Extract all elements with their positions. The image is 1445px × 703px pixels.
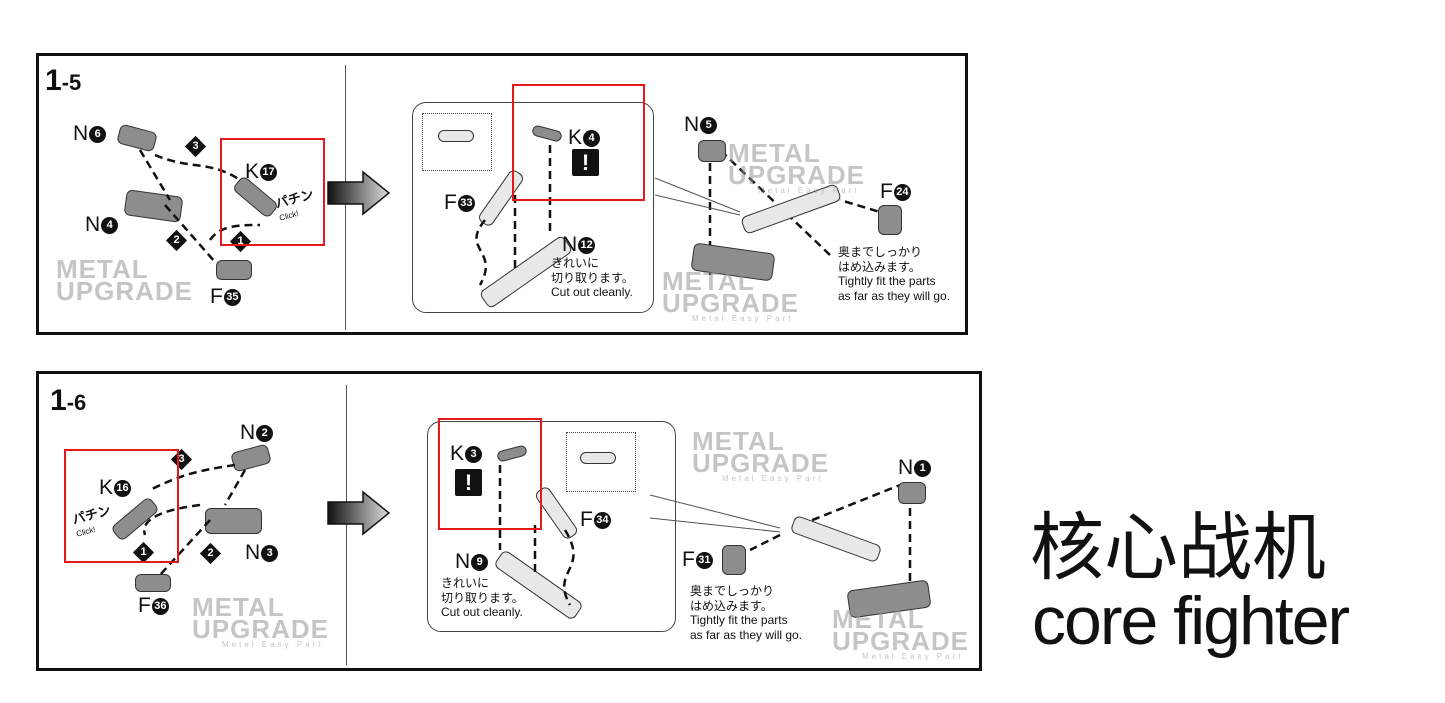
- highlight-box: [438, 418, 542, 530]
- detail-box: [427, 421, 676, 632]
- part-f36: [135, 574, 171, 592]
- highlight-box: [512, 84, 645, 201]
- part-n5: [698, 140, 726, 162]
- step-badge-2: 2: [165, 229, 188, 252]
- part-k3-inset: [580, 452, 616, 464]
- cut-note: きれいに切り取ります。Cut out cleanly.: [551, 256, 634, 299]
- divider: [346, 385, 347, 665]
- step-badge-3: 3: [184, 135, 207, 158]
- cut-note: きれいに切り取ります。Cut out cleanly.: [441, 576, 524, 619]
- warning-icon: !: [455, 469, 482, 496]
- step-number: 1-5: [45, 64, 82, 97]
- part-k4-inset: [438, 130, 474, 142]
- detail-box: [412, 102, 654, 313]
- inset-dotted-box: [422, 113, 492, 171]
- big-arrow-icon: [327, 490, 391, 536]
- caption-chinese: 核心战机: [1030, 505, 1326, 591]
- part-f31: [722, 545, 746, 575]
- inset-dotted-box: [566, 432, 636, 492]
- step-badge-2: 2: [199, 542, 222, 565]
- highlight-box: [64, 449, 179, 563]
- assembly-arrows: [143, 463, 247, 576]
- highlight-box: [220, 138, 325, 246]
- part-n1: [898, 482, 926, 504]
- part-f35: [216, 260, 252, 280]
- part-n3: [205, 508, 262, 534]
- caption-english: core fighter: [1032, 583, 1350, 659]
- warning-icon: !: [572, 149, 599, 176]
- big-arrow-icon: [327, 170, 391, 216]
- part-f24: [878, 205, 902, 235]
- step-number: 1-6: [50, 384, 87, 417]
- assembly-arrows: [138, 149, 261, 263]
